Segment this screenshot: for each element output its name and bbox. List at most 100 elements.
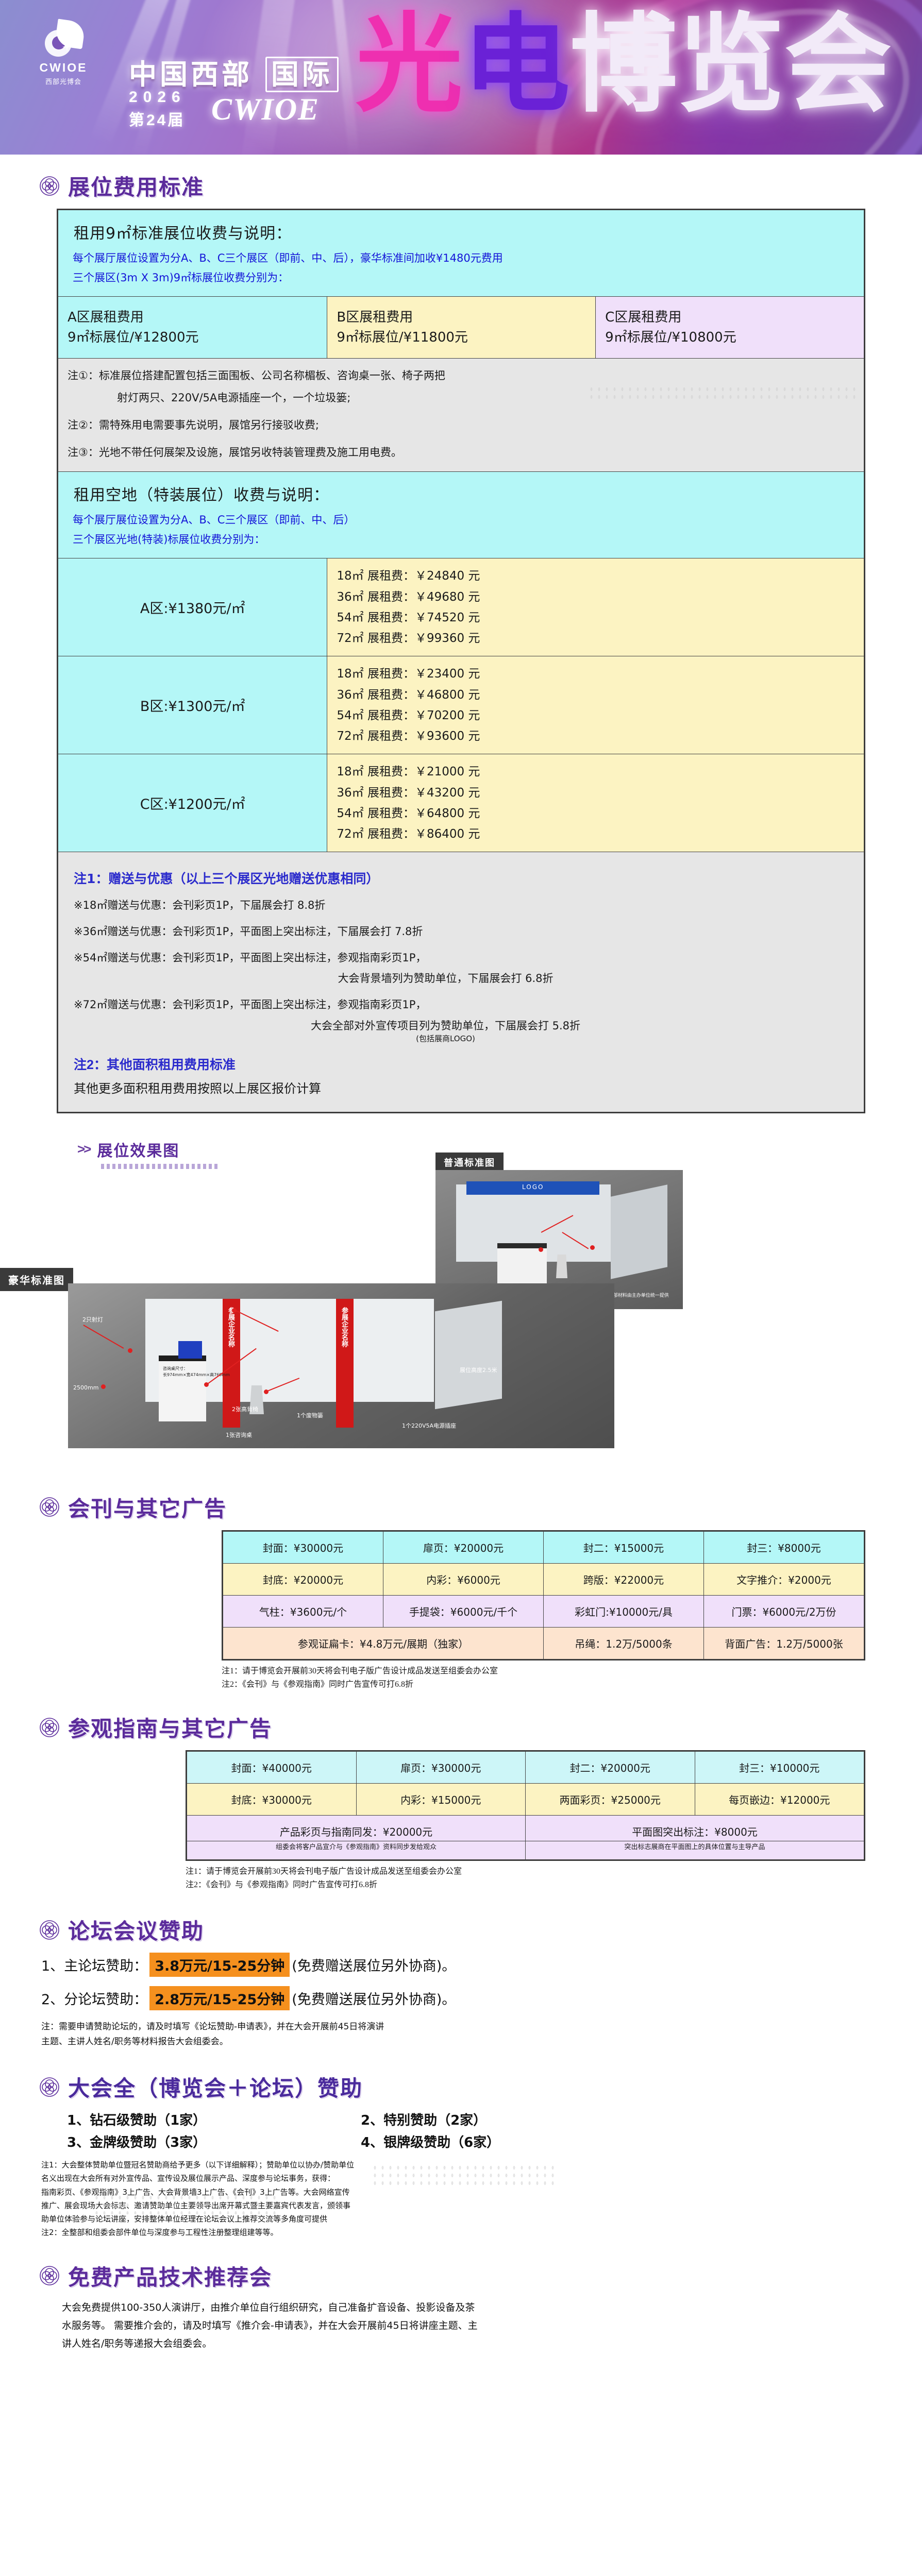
render-section-header: >> 展位效果图 bbox=[77, 1138, 922, 1161]
open-zone-c-label: C区:¥1200元/㎡ bbox=[140, 796, 245, 813]
guide-ad-notes: 注1：请于博览会开展前30天将会刊电子版广告设计成品发送至组委会办公室 注2：《… bbox=[186, 1865, 922, 1891]
table-row: A区展租费用 9㎡标展位/¥12800元 B区展租费用 9㎡标展位/¥11800… bbox=[57, 296, 864, 359]
journal-note-2: 注2：《会刊》与《参观指南》同时广告宣传可打6.8折 bbox=[222, 1680, 414, 1689]
render-label-company-2: 参展企业名称 bbox=[340, 1307, 348, 1347]
note-1: 注①：标准展位搭建配置包括三面围板、公司名称楣板、咨询桌一张、椅子两把 bbox=[68, 369, 445, 382]
section-title: 论坛会议赞助 bbox=[68, 1919, 205, 1944]
table-row: C区:¥1200元/㎡ 18㎡ 展租费：￥21000 元 36㎡ 展租费：￥43… bbox=[57, 754, 864, 853]
open-zone-c-label-cell: C区:¥1200元/㎡ bbox=[57, 754, 328, 853]
std-booth-notes: 注①：标准展位搭建配置包括三面围板、公司名称楣板、咨询桌一张、椅子两把 射灯两只… bbox=[58, 358, 864, 472]
open-zone-a-price-18: 18㎡ 展租费：￥24840 元 bbox=[337, 569, 480, 583]
journal-cell: 跨版：¥22000元 bbox=[543, 1563, 704, 1596]
open-zone-b-price-72: 72㎡ 展租费：￥93600 元 bbox=[337, 730, 480, 743]
zone-c-cell: C区展租费用 9㎡标展位/¥10800元 bbox=[595, 296, 864, 359]
table-row: 注①：标准展位搭建配置包括三面围板、公司名称楣板、咨询桌一张、椅子两把 射灯两只… bbox=[58, 358, 864, 472]
open-zone-c-price-72: 72㎡ 展租费：￥86400 元 bbox=[337, 827, 480, 841]
journal-cell: 封二：¥15000元 bbox=[543, 1531, 704, 1564]
zone-a-name: A区展租费用 bbox=[68, 309, 144, 325]
table-row: 产品彩页与指南同发：¥20000元 平面图突出标注：¥8000元 bbox=[187, 1815, 864, 1842]
logo-text: CWIOE bbox=[39, 61, 88, 74]
render-label-company: 参展企业名称 bbox=[227, 1307, 234, 1347]
banner-edition: 第24届 bbox=[129, 112, 186, 129]
zone-c-name: C区展租费用 bbox=[605, 309, 682, 325]
journal-cell: 背面广告：1.2万/5000张 bbox=[703, 1626, 864, 1659]
gift-72: ※72㎡赠送与优惠：会刊彩页1P，平面图上突出标注，参观指南彩页1P， bbox=[74, 998, 427, 1011]
guide-cell: 两面彩页：¥25000元 bbox=[525, 1783, 695, 1816]
logo-subtitle: 西部光博会 bbox=[45, 78, 81, 86]
journal-cell: 参观证扁卡：¥4.8万元/展期（独家） bbox=[223, 1626, 544, 1659]
forum-item-index: 2、 bbox=[41, 1992, 64, 2008]
open-zone-b-prices: 18㎡ 展租费：￥23400 元 36㎡ 展租费：￥46800 元 54㎡ 展租… bbox=[327, 656, 864, 755]
std-booth-heading: 租用9㎡标准展位收费与说明： bbox=[74, 225, 292, 243]
open-space-line2: 三个展区光地(特装)标展位收费分别为： bbox=[73, 533, 265, 546]
gift-note2-body: 其他更多面积租用费用按照以上展区报价计算 bbox=[74, 1081, 321, 1096]
forum-item-label: 主论坛赞助： bbox=[64, 1958, 148, 1975]
grand-sponsor-item: 1、钻石级赞助（1家） bbox=[67, 2113, 207, 2129]
tag-luxury-booth: 豪华标准图 bbox=[0, 1267, 73, 1291]
guide-ad-table: 封面：¥40000元 扉页：¥30000元 封二：¥20000元 封三：¥100… bbox=[186, 1750, 865, 1861]
open-zone-b-price-36: 36㎡ 展租费：￥46800 元 bbox=[337, 688, 480, 702]
event-banner: CWIOE 西部光博会 中国西部 国际 2026 第24届 CWIOE 光电博览… bbox=[0, 0, 922, 155]
open-zone-a-price-72: 72㎡ 展租费：￥99360 元 bbox=[337, 632, 480, 646]
table-row: 封底：¥20000元 内彩：¥6000元 跨版：¥22000元 文字推介：¥20… bbox=[223, 1563, 864, 1596]
grand-sponsor-item: 3、金牌级赞助（3家） bbox=[67, 2135, 207, 2151]
forum-item-suffix: (免费赠送展位另外协商)。 bbox=[292, 1958, 456, 1975]
open-zone-a-price-36: 36㎡ 展租费：￥49680 元 bbox=[337, 590, 480, 604]
gift-54-cont: 大会背景墙列为赞助单位，下届展会打 6.8折 bbox=[338, 972, 554, 985]
section-header-free-product: 免费产品技术推荐会 bbox=[0, 2260, 922, 2292]
render-section-title: 展位效果图 bbox=[97, 1142, 180, 1160]
flower-circle-icon bbox=[40, 1920, 59, 1940]
grand-sponsor-grid: 1、钻石级赞助（1家） 2、特别赞助（2家） 3、金牌级赞助（3家） 4、银牌级… bbox=[67, 2110, 634, 2151]
journal-cell: 吊绳：1.2万/5000条 bbox=[543, 1626, 704, 1659]
guide-note-1: 注1：请于博览会开展前30天将会刊电子版广告设计成品发送至组委会办公室 bbox=[186, 1867, 462, 1876]
logo-mark-icon bbox=[43, 19, 86, 60]
note-3: 注③：光地不带任何展架及设施，展馆另收特装管理费及施工用电费。 bbox=[68, 446, 402, 459]
section-title: 展位费用标准 bbox=[68, 175, 205, 200]
journal-cell: 文字推介：¥2000元 bbox=[703, 1563, 864, 1596]
table-row: A区:¥1380元/㎡ 18㎡ 展租费：￥24840 元 36㎡ 展租费：￥49… bbox=[57, 558, 864, 657]
forum-sponsor-item-sub: 2、 分论坛赞助： 2.8万元/15-25分钟 (免费赠送展位另外协商)。 bbox=[41, 1986, 922, 2011]
guide-cell: 每页嵌边：¥12000元 bbox=[694, 1783, 864, 1816]
open-zone-c-price-36: 36㎡ 展租费：￥43200 元 bbox=[337, 786, 480, 800]
journal-cell: 扉页：¥20000元 bbox=[383, 1531, 544, 1564]
guide-cell: 封二：¥20000元 bbox=[525, 1751, 695, 1784]
journal-cell: 气柱：¥3600元/个 bbox=[223, 1595, 383, 1628]
gift-18: ※18㎡赠送与优惠：会刊彩页1P，下届展会打 8.8折 bbox=[74, 899, 326, 912]
banner-headline-3: 博览会 bbox=[570, 3, 892, 127]
open-zone-a-prices: 18㎡ 展租费：￥24840 元 36㎡ 展租费：￥49680 元 54㎡ 展租… bbox=[327, 558, 864, 657]
render-label-logo: LOGO bbox=[522, 1183, 544, 1191]
gift-discount-block: 注1：赠送与优惠（以上三个展区光地赠送优惠相同） ※18㎡赠送与优惠：会刊彩页1… bbox=[58, 852, 864, 1112]
render-label-desk-size: 咨询桌尺寸： bbox=[163, 1366, 188, 1371]
zone-b-name: B区展租费用 bbox=[337, 309, 413, 325]
std-booth-line1: 每个展厅展位设置为分A、B、C三个展区（即前、中、后），豪华标准间加收¥1480… bbox=[73, 252, 503, 264]
grand-sponsor-item: 4、银牌级赞助（6家） bbox=[361, 2135, 500, 2151]
journal-cell: 手提袋：¥6000元/千个 bbox=[383, 1595, 544, 1628]
flower-circle-icon bbox=[40, 2266, 59, 2285]
table-row: 注1：赠送与优惠（以上三个展区光地赠送优惠相同） ※18㎡赠送与优惠：会刊彩页1… bbox=[58, 852, 864, 1112]
guide-cell: 封三：¥10000元 bbox=[694, 1751, 864, 1784]
render-label-socket: 1个220V5A电源插座 bbox=[402, 1422, 457, 1429]
render-label-height: 展位高度2.5米 bbox=[460, 1366, 497, 1374]
guide-cell: 平面图突出标注：¥8000元 bbox=[525, 1815, 864, 1842]
open-space-line1: 每个展厅展位设置为分A、B、C三个展区（即前、中、后） bbox=[73, 514, 355, 527]
gift-36: ※36㎡赠送与优惠：会刊彩页1P，平面图上突出标注，下届展会打 7.8折 bbox=[74, 925, 423, 938]
section-title: 参观指南与其它广告 bbox=[68, 1716, 273, 1742]
banner-headline-1: 光 bbox=[356, 3, 463, 127]
zone-b-price: 9㎡标展位/¥11800元 bbox=[337, 329, 468, 345]
render-label-width: 2500mm bbox=[73, 1384, 99, 1391]
journal-cell: 内彩：¥6000元 bbox=[383, 1563, 544, 1596]
tag-standard-booth: 普通标准图 bbox=[435, 1152, 504, 1172]
table-row: 封面：¥40000元 扉页：¥30000元 封二：¥20000元 封三：¥100… bbox=[187, 1751, 864, 1784]
gift-note2-title: 注2：其他面积租用费用标准 bbox=[74, 1057, 236, 1072]
flower-circle-icon bbox=[40, 2077, 59, 2097]
open-zone-a-label: A区:¥1380元/㎡ bbox=[140, 601, 245, 617]
render-underline bbox=[101, 1163, 220, 1169]
open-space-heading: 租用空地（特装展位）收费与说明： bbox=[74, 486, 329, 505]
forum-sponsor-note: 注：需要申请赞助论坛的，请及时填写《论坛赞助-申请表》，并在大会开展前45日将演… bbox=[41, 2022, 384, 2047]
banner-title-cn: 中国西部 国际 bbox=[129, 52, 339, 92]
open-zone-c-price-54: 54㎡ 展租费：￥64800 元 bbox=[337, 806, 480, 820]
guide-subnote: 组委会将客户品宣介与《参观指南》资料同步发给观众 bbox=[187, 1841, 526, 1860]
table-row: B区:¥1300元/㎡ 18㎡ 展租费：￥23400 元 36㎡ 展租费：￥46… bbox=[57, 656, 864, 755]
render-label-bin: 1个废物篓 bbox=[297, 1412, 323, 1419]
gift-72-cont: 大会全部对外宣传项目列为赞助单位，下届展会打 5.8折 bbox=[310, 1019, 581, 1032]
